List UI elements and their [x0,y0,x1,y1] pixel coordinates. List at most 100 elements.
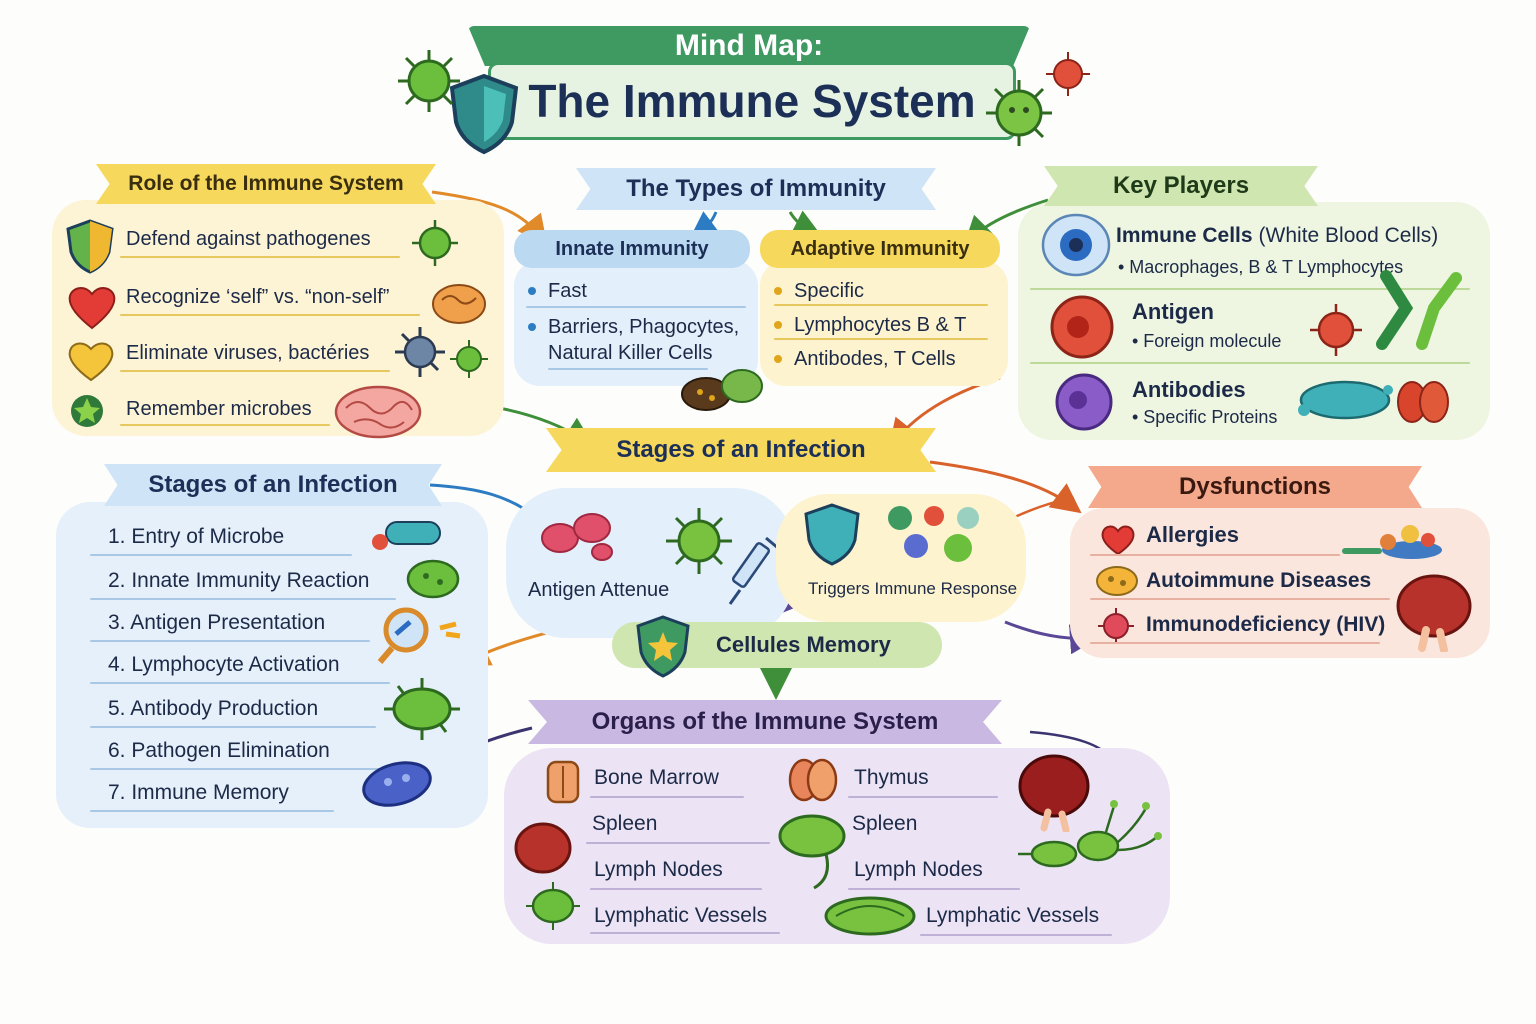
adaptive-item-text: Antibodes, T Cells [794,347,956,370]
innate-panel [514,260,758,386]
stage-item-1: 1. Entry of Microbe [108,525,285,548]
innate-item-2: Barriers, Phagocytes, [528,314,739,340]
role-item-1: Defend against pathogenes [126,227,371,250]
stage-item-3: 3. Antigen Presentation [108,611,326,634]
players-antigen-detail: • Foreign molecule [1132,330,1282,351]
brain-icon [334,385,422,439]
divider [1090,642,1380,644]
bacteria-icon [406,559,460,599]
dysfunction-item-2: Autoimmune Diseases [1146,569,1372,592]
divider [590,796,744,798]
divider [774,304,988,306]
divider [590,932,780,934]
divider [526,306,746,308]
adaptive-item-text: Specific [794,279,865,302]
heart-icon [1101,525,1135,556]
white-blood-cell-icon [1041,213,1111,277]
stage-item-4: 4. Lymphocyte Activation [108,653,340,676]
shield-icon [449,73,519,155]
heart-icon [68,287,116,330]
bone-marrow-icon [546,760,580,804]
dysfunction-item-1: Allergies [1146,522,1239,547]
divider [920,934,1112,936]
star-cell-icon [71,395,103,427]
stage-item-6: 6. Pathogen Elimination [108,739,330,762]
antigen-label: Antigen Attenue [528,578,670,601]
adaptive-panel [760,260,1008,386]
players-antibodies-detail: • Specific Proteins [1132,406,1278,427]
players-cells-row: Immune Cells (White Blood Cells) [1116,222,1438,250]
shield-icon [804,503,860,566]
divider [120,314,420,316]
divider [774,338,988,340]
role-item-4: Remember microbes [126,397,312,420]
shield-star-icon [636,615,690,678]
bacteria-icon-red [1046,52,1090,96]
organ-left-4: Lymphatic Vessels [594,904,768,927]
divider [90,726,376,728]
divider [120,370,390,372]
innate-item-1: Fast [528,278,587,304]
cells-cluster-icon [681,369,763,411]
stage-item-5: 5. Antibody Production [108,697,319,720]
syringe-icon [728,536,779,605]
adaptive-heading: Adaptive Immunity [760,230,1000,268]
shield-check-icon [66,219,114,274]
spleen-icon [514,822,572,874]
memory-label: Cellules Memory [716,632,891,657]
organ-icon [1396,574,1472,652]
role-heading: Role of the Immune System [96,164,436,204]
innate-item-3: Natural Killer Cells [548,341,713,364]
organs-heading: Organs of the Immune System [528,700,1002,744]
bullet [774,355,782,363]
innate-item-text: Fast [548,279,587,302]
divider [90,682,390,684]
divider [590,888,762,890]
pill-icon [372,521,441,550]
allergens-icon [1342,525,1442,559]
role-item-3: Eliminate viruses, bactéries [126,341,370,364]
innate-heading: Innate Immunity [514,230,750,268]
players-cells-detail: • Macrophages, B & T Lymphocytes [1118,256,1404,277]
autoimmune-icon [1096,566,1138,596]
protein-icon [1298,380,1393,420]
divider [90,640,370,642]
adaptive-item-3: Antibodes, T Cells [774,346,956,372]
virus-icon [384,678,460,740]
virus-icon [412,220,458,266]
innate-item-text: Barriers, Phagocytes, [548,315,740,338]
organ-right-2: Spleen [852,812,918,835]
bullet [528,287,536,295]
organ-right-4: Lymphatic Vessels [926,904,1100,927]
page-title: The Immune System [528,75,976,127]
virus-spiky-icon [395,327,445,377]
bacteria-icon-blue [362,761,432,807]
virus-icon [450,340,488,378]
virus-icon-green [986,80,1052,146]
divider [586,842,770,844]
role-item-2: Recognize ‘self” vs. “non-self” [126,285,390,308]
bullet [528,323,536,331]
divider [90,810,334,812]
antibody-cell-icon [1055,373,1113,431]
divider [1090,554,1340,556]
center-heading: Stages of an Infection [546,428,936,472]
organ-right-3: Lymph Nodes [854,858,983,881]
divider [848,796,998,798]
kidney-icon [1397,381,1449,423]
organ-left-2: Spleen [592,812,658,835]
players-antibodies-title: Antibodies [1132,377,1246,402]
thymus-icon [788,758,838,802]
divider [548,368,708,370]
divider [90,598,396,600]
spleen-icon-green [778,814,846,890]
virus-icon-red [1310,304,1362,356]
immune-cells-cluster-icon [888,506,979,562]
organ-left-1: Bone Marrow [594,766,719,789]
virus-icon [398,50,460,112]
antibody-y-icon [1376,270,1462,350]
organ-right-1: Thymus [854,766,929,789]
stage-item-2: 2. Innate Immunity Reaction [108,569,370,592]
divider [1030,288,1470,290]
magnifier-icon [377,607,461,664]
